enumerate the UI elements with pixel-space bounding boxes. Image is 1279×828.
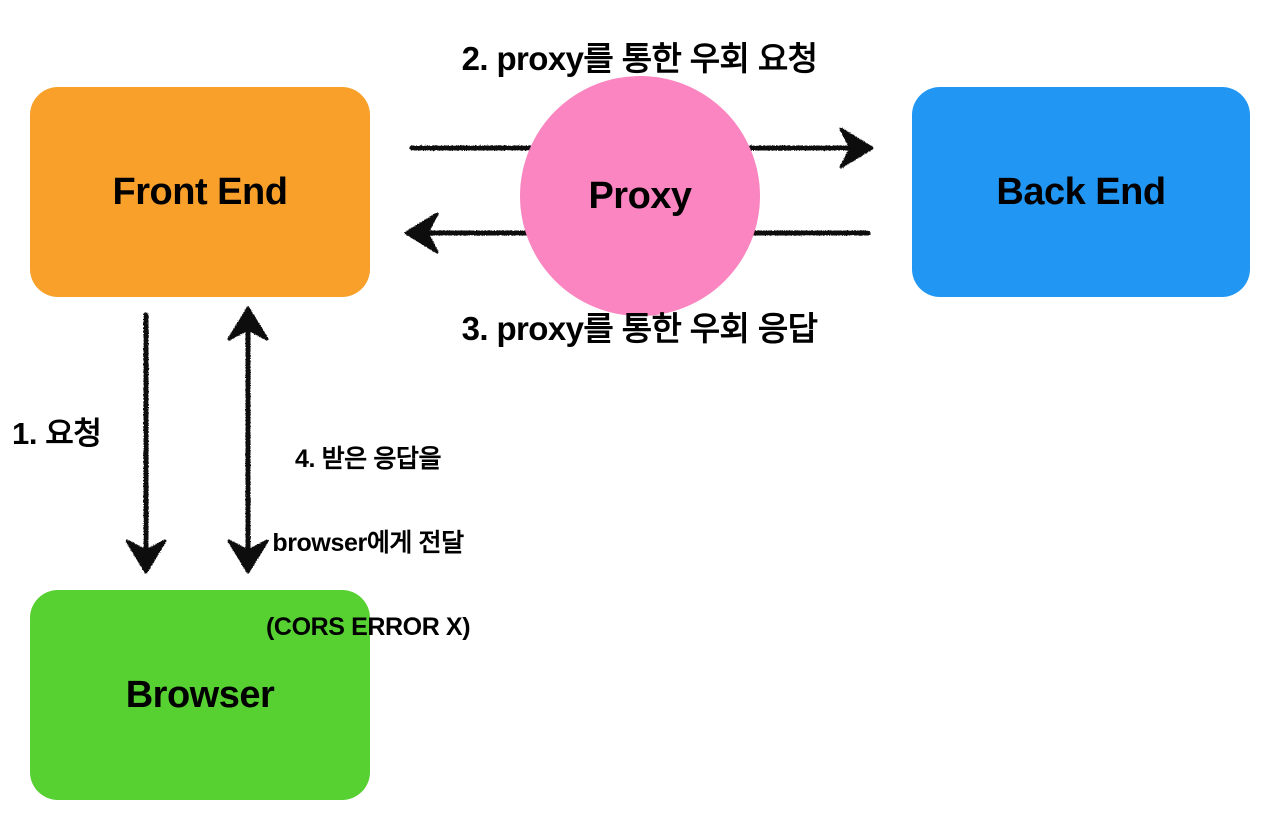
- annotation-step-4-line-3: (CORS ERROR X): [266, 613, 471, 641]
- annotation-step-3: 3. proxy를 통한 우회 응답: [461, 310, 818, 347]
- node-browser[interactable]: Browser: [30, 590, 370, 800]
- arrow-frontend-to-browser: [125, 312, 167, 574]
- annotation-step-4: 4. 받은 응답을 browser에게 전달 (CORS ERROR X): [266, 389, 471, 697]
- node-front-end[interactable]: Front End: [30, 87, 370, 297]
- annotation-step-2: 2. proxy를 통한 우회 요청: [461, 40, 818, 77]
- node-browser-label: Browser: [125, 674, 275, 716]
- node-back-end-label: Back End: [996, 171, 1166, 213]
- annotation-step-4-line-2: browser에게 전달: [272, 529, 464, 557]
- node-proxy-label: Proxy: [588, 175, 692, 217]
- node-proxy[interactable]: Proxy: [520, 76, 760, 316]
- annotation-step-4-line-1: 4. 받은 응답을: [294, 445, 442, 473]
- node-front-end-label: Front End: [112, 171, 288, 213]
- node-back-end[interactable]: Back End: [912, 87, 1250, 297]
- annotation-step-1: 1. 요청: [12, 416, 102, 451]
